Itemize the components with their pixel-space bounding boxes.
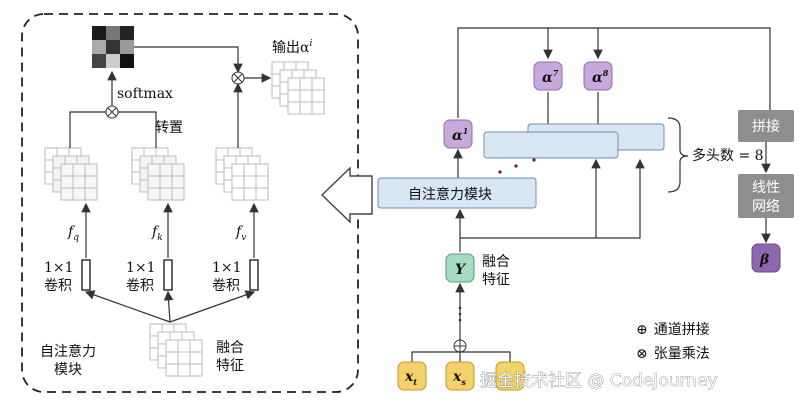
xs-label: xs bbox=[452, 369, 466, 387]
key-feature-stack bbox=[131, 147, 185, 201]
right-fusion-line2: 特征 bbox=[482, 272, 510, 288]
alpha1-label: α1 bbox=[452, 126, 468, 144]
attention-matrix-icon bbox=[92, 26, 134, 68]
heads-brace bbox=[667, 117, 689, 193]
heads-count-label: 多头数 = 8 bbox=[692, 147, 764, 164]
module-label-line1: 自注意力 bbox=[40, 343, 96, 360]
query-feature-stack bbox=[44, 147, 98, 201]
xs-node bbox=[445, 361, 475, 391]
conv-block-q bbox=[81, 259, 91, 291]
conv-label-v: 卷积 bbox=[212, 278, 240, 294]
transpose-label: 转置 bbox=[155, 120, 183, 136]
legend-multiply: ⊗张量乘法 bbox=[636, 346, 710, 362]
output-label: 输出αi bbox=[272, 39, 312, 56]
alpha7-label: α7 bbox=[542, 68, 559, 86]
right-fusion-line1: 融合 bbox=[482, 254, 510, 270]
x-third-node bbox=[495, 361, 525, 391]
expand-arrow-icon bbox=[320, 166, 373, 224]
linear-label-line2: 网络 bbox=[752, 199, 780, 215]
alpha7-node bbox=[533, 61, 563, 91]
fusion-feature-stack bbox=[149, 323, 203, 377]
conv-block-k bbox=[163, 259, 173, 291]
y-label: Y bbox=[455, 262, 467, 278]
softmax-label: softmax bbox=[117, 86, 173, 102]
multiply-node-icon bbox=[105, 105, 119, 119]
fv-label: fv bbox=[235, 224, 246, 243]
alpha1-node bbox=[443, 119, 473, 149]
fusion-label-line2: 特征 bbox=[216, 358, 244, 374]
xt-label: xt bbox=[404, 369, 417, 387]
concat-box bbox=[738, 110, 794, 142]
conv-block-v bbox=[249, 259, 259, 291]
output-feature-stack bbox=[271, 61, 325, 115]
legend-concat: ⊕通道拼接 bbox=[636, 321, 710, 338]
linear-label-line1: 线性 bbox=[752, 180, 780, 196]
conv-size-q: 1×1 bbox=[44, 260, 74, 276]
beta-node bbox=[751, 243, 781, 273]
concat-node-icon bbox=[453, 339, 467, 353]
self-attention-module-frame bbox=[21, 13, 359, 393]
value-feature-stack bbox=[215, 147, 269, 201]
beta-label: β bbox=[759, 252, 770, 268]
y-node bbox=[445, 253, 475, 283]
alpha8-node bbox=[583, 61, 613, 91]
self-attention-block-label: 自注意力模块 bbox=[408, 186, 492, 203]
watermark: 掘金技术社区 @ CodeJourney bbox=[480, 371, 718, 391]
fq-label: fq bbox=[67, 224, 79, 243]
conv-size-v: 1×1 bbox=[212, 260, 242, 276]
linear-network-box bbox=[738, 174, 794, 218]
conv-label-q: 卷积 bbox=[44, 278, 72, 294]
fusion-label-line1: 融合 bbox=[216, 340, 244, 356]
xt-node bbox=[397, 361, 427, 391]
alpha8-label: α8 bbox=[592, 68, 609, 86]
fk-label: fk bbox=[151, 224, 163, 243]
conv-size-k: 1×1 bbox=[126, 260, 156, 276]
multiply-node-icon bbox=[231, 71, 245, 85]
conv-label-k: 卷积 bbox=[126, 278, 154, 294]
self-attention-block bbox=[377, 177, 537, 209]
attention-head-7 bbox=[483, 131, 619, 159]
module-label-line2: 模块 bbox=[54, 362, 82, 378]
concat-label: 拼接 bbox=[752, 118, 780, 135]
